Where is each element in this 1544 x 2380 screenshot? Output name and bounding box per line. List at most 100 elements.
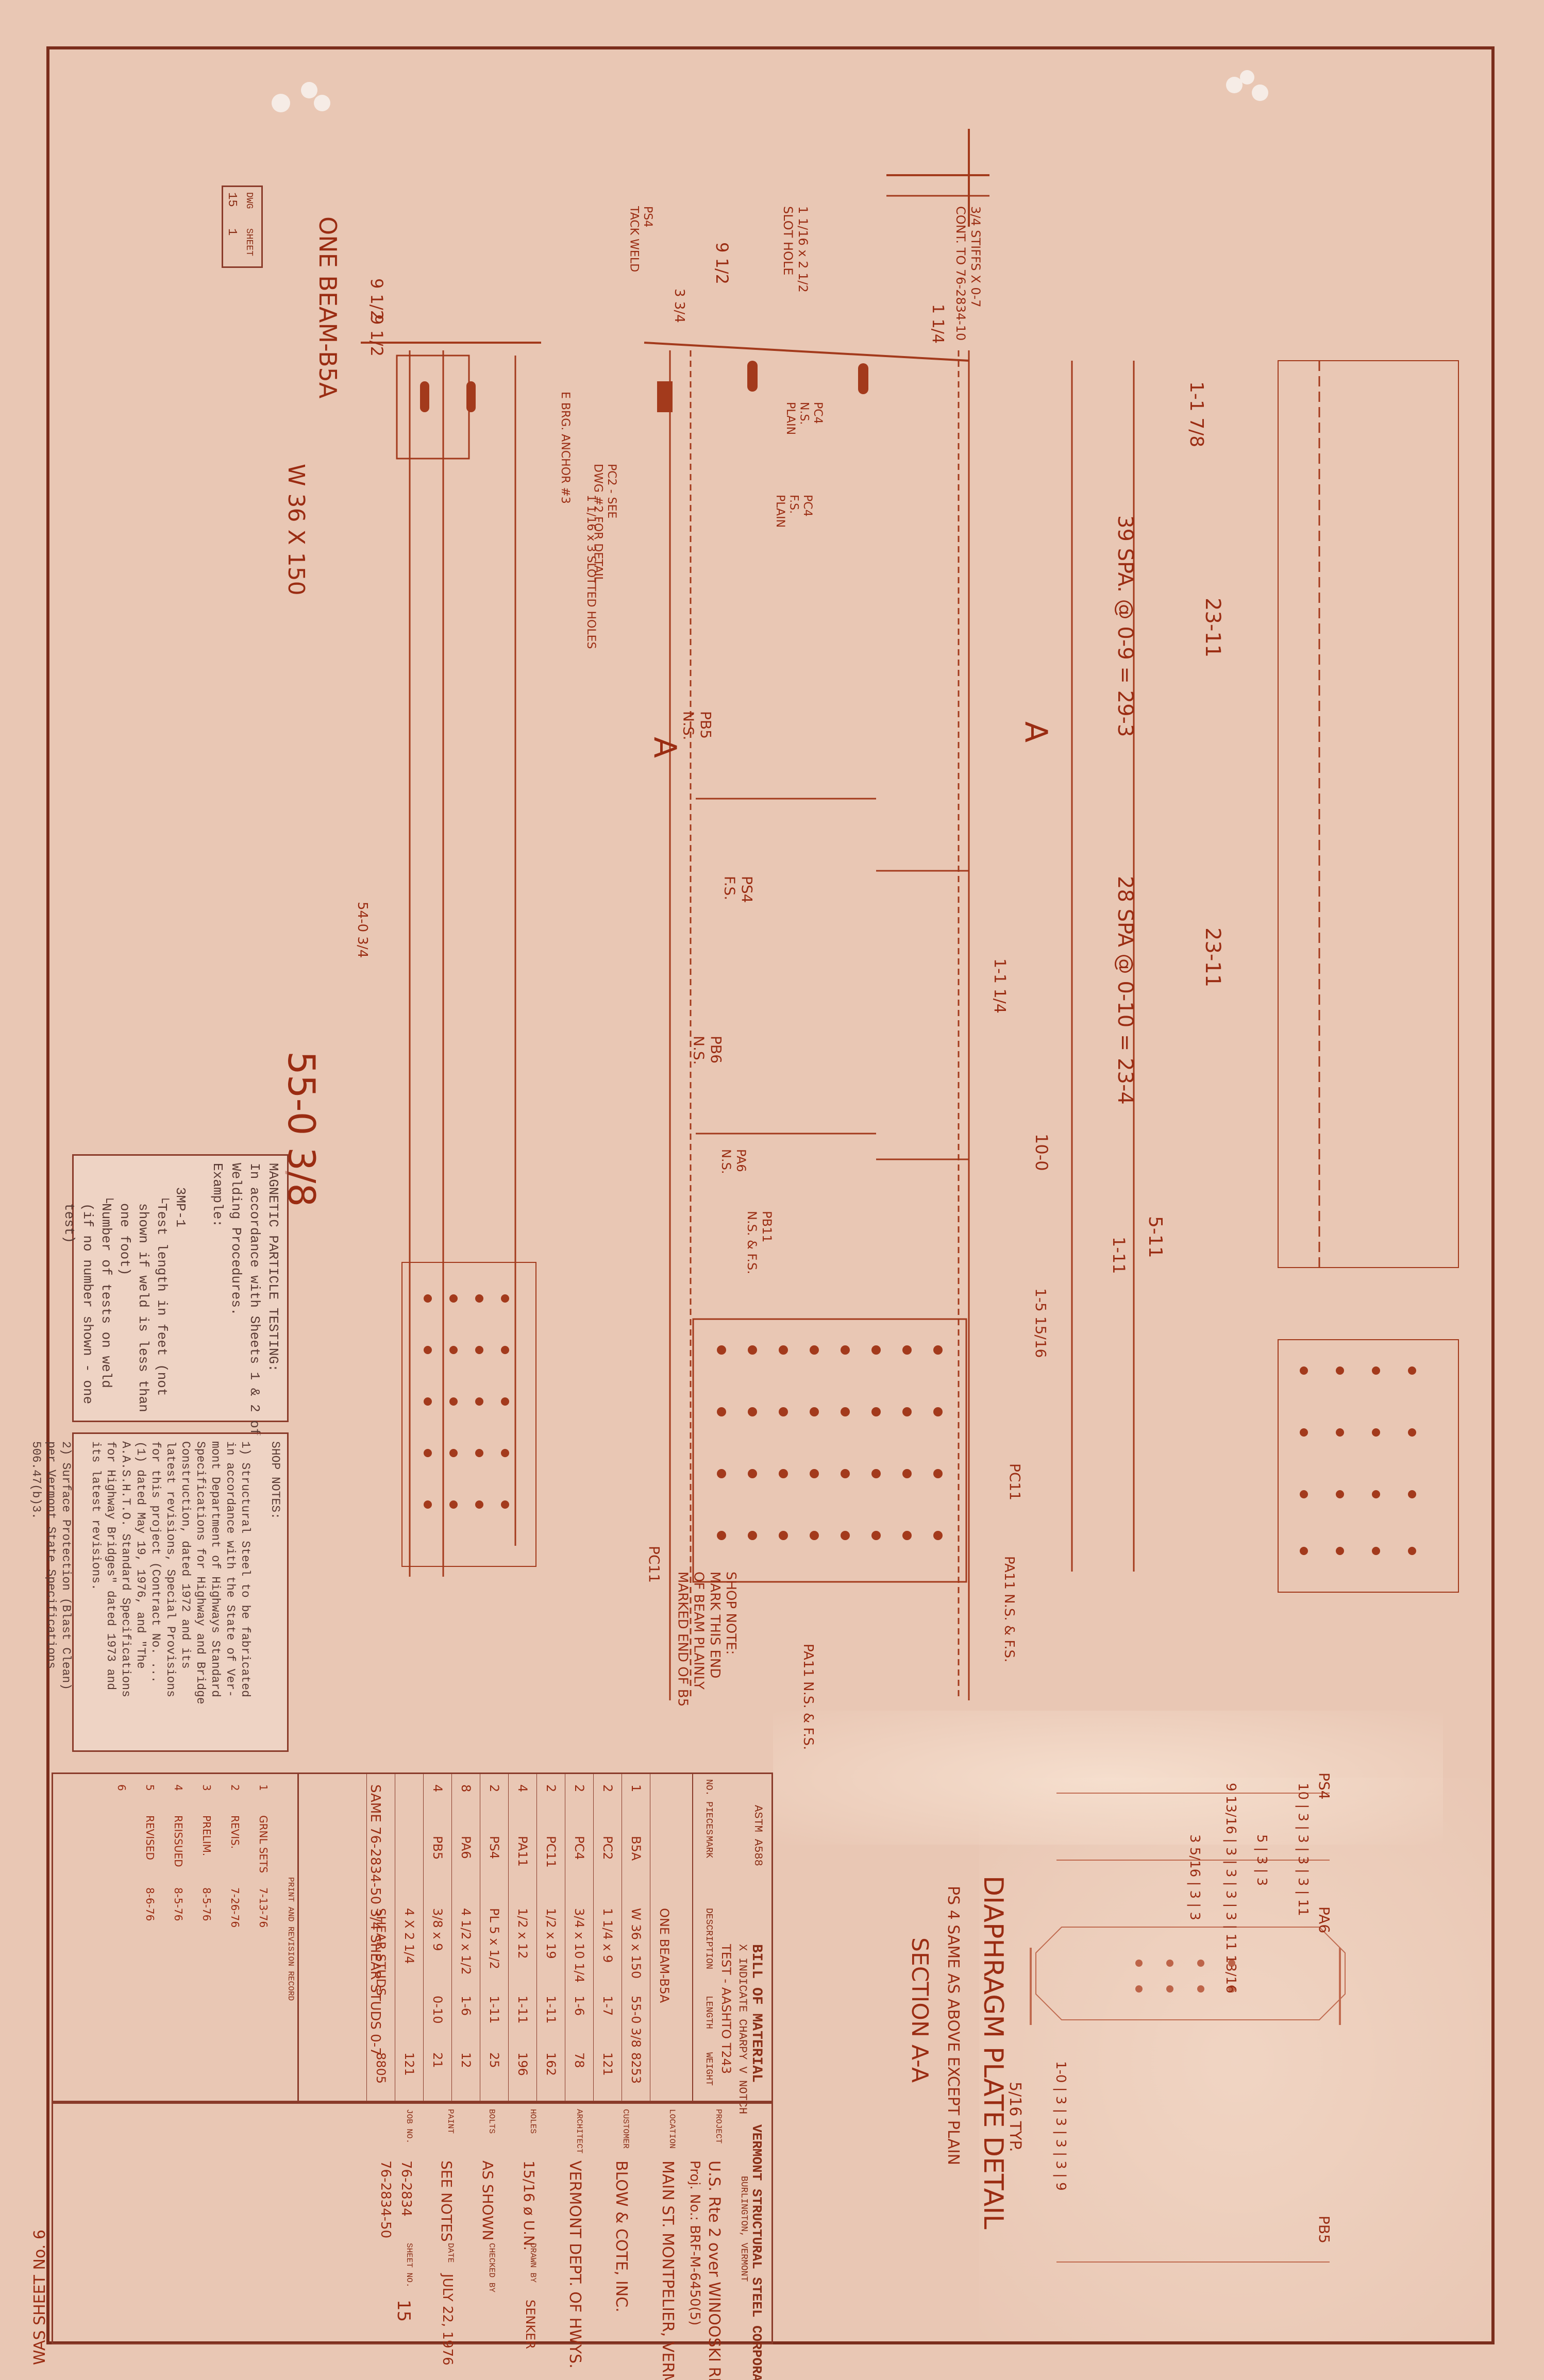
pc4-fs-callout: PC4F.S.PLAIN (774, 495, 814, 528)
bolt-hole (810, 1531, 819, 1540)
bolt-hole (501, 1294, 509, 1303)
diaphragm-subtitle: PS 4 SAME AS ABOVE EXCEPT PLAIN (944, 1886, 962, 2165)
right-splice-plate (1278, 1339, 1459, 1593)
bom-cell: 2 (572, 1784, 586, 1793)
plate-dims-5: 1-0 | 3 | 3 | 3 | 3 | 9 (1053, 2061, 1068, 2191)
spacing-1: 39 SPA. @ 0-9 = 29-3 (1113, 515, 1137, 737)
sheet-tag-value-a: 15 (225, 192, 239, 207)
title-block-paint: SEE NOTES (438, 2160, 455, 2242)
bom-cell: 121 (600, 2052, 615, 2076)
sheet-tag-value-b: 1 (225, 228, 239, 236)
bolt-hole (748, 1531, 757, 1540)
revision-cell: 5 (144, 1784, 156, 1791)
magnetic-note: MAGNETIC PARTICLE TESTING: In accordance… (61, 1163, 281, 1437)
plate-dims-2: 5 | 3 | 3 (1254, 1834, 1269, 1886)
bolt-hole (841, 1345, 850, 1355)
bolt-hole (424, 1500, 432, 1509)
title-block-drawing-no: 76-2834-50 (378, 2160, 393, 2239)
bolt-hole (810, 1407, 819, 1416)
bolt-hole (449, 1500, 458, 1509)
bom-col-mark: MARK (703, 1836, 714, 1859)
bolt-hole (841, 1407, 850, 1416)
revision-cell: REVIS. (229, 1815, 241, 1849)
shop-notes-box: SHOP NOTES: 1) Structural Steel to be fa… (29, 1432, 289, 1752)
water-stain (773, 1711, 1443, 1845)
bolt-hole (424, 1449, 432, 1457)
title-block-job-label: JOB NO. (405, 2109, 414, 2144)
diaphragm-title: DIAPHRAGM PLATE DETAIL (978, 1876, 1009, 2230)
dim-d9: 1-5 15/16 (1032, 1288, 1049, 1358)
pa11-callout: PA11 N.S. & F.S. (1001, 1556, 1017, 1662)
bolt-hole (902, 1407, 912, 1416)
revision-cell: PRELIM. (200, 1815, 213, 1856)
bolt-hole (810, 1345, 819, 1355)
bom-cell: 25 (487, 2052, 501, 2068)
bolt-hole (475, 1294, 483, 1303)
stiffener-callout: 3/4 STIFFS X 0-7CONT. TO 76-2834-10 (953, 206, 983, 341)
bolt-hole (475, 1500, 483, 1509)
bolt-hole (1197, 1985, 1204, 1993)
revision-cell: 6 (115, 1784, 128, 1791)
drawing-annotations: ONE BEAM-B5A W 36 X 150 55-0 3/8 54-0 3/… (280, 206, 1333, 2243)
bom-cell: 1-6 (459, 1996, 473, 2016)
beam-title: ONE BEAM-B5A (314, 216, 342, 399)
bom-cell: 2 (600, 1784, 615, 1793)
bolt-hole (449, 1449, 458, 1457)
bolt-hole (810, 1469, 819, 1478)
title-block-job: 76-2834 (398, 2160, 414, 2217)
bolt-hole (449, 1346, 458, 1354)
revision-cell: REISSUED (172, 1815, 184, 1867)
bom-cell: PS4 (487, 1836, 501, 1859)
typ-weld: 5/16 TYP. (1006, 2082, 1024, 2152)
revisions-title: PRINT AND REVISION RECORD (286, 1877, 295, 2001)
bom-col-length: LENGTH (703, 1996, 714, 2029)
bom-cell: 1/2 x 19 (544, 1908, 558, 1959)
bom-row-divider (423, 1774, 424, 2104)
plate-mark-pb5: PB5 (1316, 2216, 1333, 2243)
bolt-hole (1135, 1960, 1143, 1967)
bom-cell: 1-7 (600, 1996, 615, 2016)
bom-cell: 8 (459, 1784, 473, 1793)
bom-header-row: NO. PIECES MARK DESCRIPTION LENGTH WEIGH… (692, 1774, 724, 2104)
bolt-hole (933, 1531, 943, 1540)
bom-cell: 8805 (374, 2052, 388, 2084)
bolt-hole (1228, 1985, 1235, 1993)
shop-notes: SHOP NOTES: 1) Structural Steel to be fa… (29, 1441, 282, 1704)
revision-cell: 2 (229, 1784, 241, 1791)
plate-dims-1: 10 | 3 | 3 | 3 | 3 | 11 (1295, 1783, 1311, 1916)
bom-cell: 1-11 (487, 1996, 501, 2024)
title-block-drawn-label: DRAWN BY (528, 2243, 538, 2283)
bolt-hole (475, 1346, 483, 1354)
bolt-hole (1372, 1366, 1380, 1375)
title-block-bolts-label: BOLTS (487, 2109, 496, 2134)
bom-cell: 1-11 (544, 1996, 558, 2024)
bom-cell: 8253 (629, 2052, 643, 2084)
bom-cell: 121 (402, 2052, 416, 2076)
bom-cell: PC11 (544, 1836, 558, 1868)
dim-d5: 3 3/4 (672, 289, 687, 323)
slot-hole (466, 381, 476, 412)
bom-cell: 12 (459, 2052, 473, 2068)
revision-cell: 7-13-76 (257, 1887, 270, 1928)
bolt-hole (501, 1500, 509, 1509)
bom-row-divider (508, 1774, 509, 2104)
dim-d11: 1 1/4 (929, 304, 947, 344)
bom-cell: 0-10 (430, 1996, 445, 2024)
pb11-callout: PB11N.S. & F.S. (745, 1211, 774, 1274)
bolt-hole (1166, 1960, 1173, 1967)
bom-cell: PC4 (572, 1836, 586, 1860)
bom-cell: 4 1/2 x 1/2 (459, 1908, 473, 1975)
bolt-hole (424, 1346, 432, 1354)
bom-cell: PC2 (600, 1836, 615, 1860)
bom-cell: 1 1/4 x 9 (600, 1908, 615, 1963)
bom-cell: B5A (629, 1836, 643, 1861)
slot-hole (747, 361, 758, 392)
bom-cell: 2 (544, 1784, 558, 1793)
bolt-hole (933, 1345, 943, 1355)
bom-row-divider (366, 1774, 367, 2104)
punch-hole (1252, 85, 1268, 101)
shear-note: SAME 76-2834-50 3/4 SHEAR STUDS 0-7 (367, 1784, 383, 2056)
beam-elevation (361, 129, 1459, 1700)
